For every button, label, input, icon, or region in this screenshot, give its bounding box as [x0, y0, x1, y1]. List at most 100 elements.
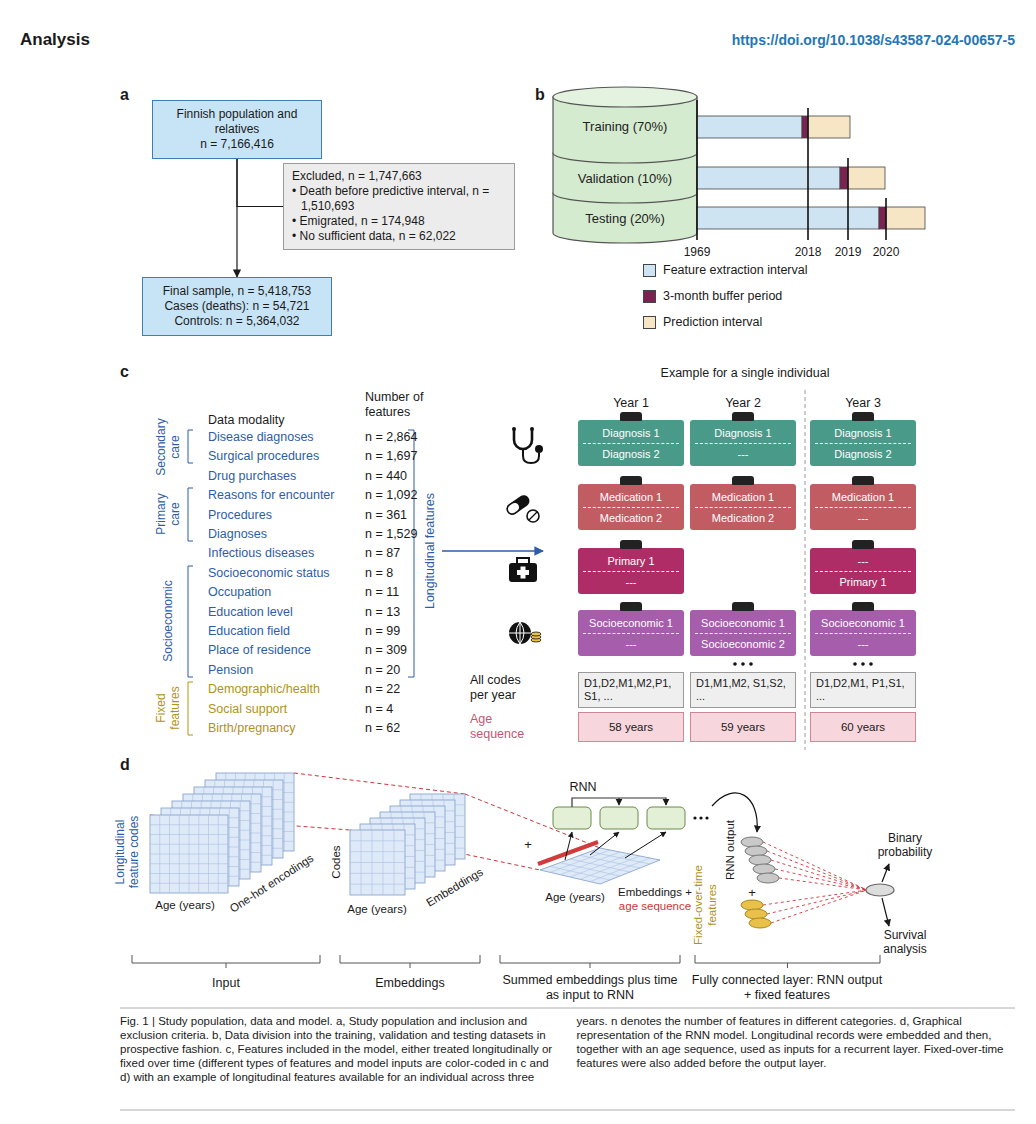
- legend-text: 3-month buffer period: [663, 289, 782, 303]
- label-text: Education field: [208, 624, 290, 639]
- rule-line: [120, 1008, 1015, 1009]
- box-text: Testing (20%): [585, 211, 664, 226]
- age-box: 59 years: [690, 712, 796, 742]
- box-text: Socioeconomic 2: [695, 633, 791, 651]
- prediction-bar: [848, 167, 885, 189]
- label-text: Education level: [208, 604, 293, 619]
- box-text: Diagnosis 1: [815, 426, 911, 440]
- matrix-grid: [150, 815, 228, 893]
- buffer-bar: [879, 207, 886, 229]
- clipboard-clip: [852, 476, 874, 485]
- matrix-layer: [350, 830, 405, 895]
- ellipsis-dot: [733, 662, 737, 666]
- buffer-bar: [840, 167, 848, 189]
- label-text: n = 62: [365, 721, 400, 736]
- dense-link: [779, 878, 867, 890]
- label-text: Embeddings: [375, 976, 445, 991]
- box-text: Primary 1: [815, 571, 911, 589]
- label-text: Longitudinal feature codes: [113, 806, 142, 898]
- label-text: Data modality: [208, 413, 284, 428]
- dense-link: [763, 842, 867, 890]
- flow-arrow: [442, 550, 543, 552]
- ellipsis-dot: [749, 662, 753, 666]
- prediction-bar: [808, 116, 850, 138]
- label-text: Drug purchases: [208, 468, 296, 483]
- projection-line: [294, 773, 465, 794]
- code-box: D1,D2,M1,M2,P1,S1, ...: [578, 672, 684, 708]
- box-text: • Death before predictive interval, n = …: [292, 184, 506, 214]
- ellipsis-dot: [861, 662, 865, 666]
- box-text: Excluded, n = 1,747,663: [292, 169, 506, 184]
- box-text: D1,M1,M2, S1,S2, ...: [696, 677, 790, 703]
- box-text: 59 years: [695, 720, 791, 734]
- label-text: Procedures: [208, 507, 272, 522]
- label-text: 2018: [795, 245, 822, 259]
- output-node: [866, 884, 894, 896]
- ellipsis-dot: [693, 816, 696, 819]
- feature-interval-bar: [697, 167, 840, 189]
- record-box: Diagnosis 1---: [690, 420, 796, 466]
- box-text: Medication 2: [695, 507, 791, 525]
- label-text: Fixed features: [154, 681, 183, 735]
- label-text: n = 13: [365, 604, 400, 619]
- box-text: ---: [695, 443, 791, 461]
- exclusion-box: Excluded, n = 1,747,663• Death before pr…: [283, 163, 515, 250]
- dataset-band: Validation (10%): [553, 163, 697, 193]
- rnn-output-disc: [749, 855, 771, 865]
- stethoscope-icon: [514, 430, 532, 449]
- ellipsis-dot: [869, 662, 873, 666]
- box-text: Training (70%): [583, 119, 668, 134]
- figure-caption: Fig. 1 | Study population, data and mode…: [120, 1014, 1015, 1084]
- box-text: 58 years: [583, 720, 679, 734]
- rule-line: [120, 1110, 1015, 1111]
- label-text: Year 1: [613, 396, 649, 411]
- box-text: D1,D2,M1,M2,P1,S1, ...: [584, 677, 678, 703]
- group-bracket: [188, 430, 193, 463]
- box-text: Medication 2: [583, 507, 679, 525]
- box-text: ---: [815, 633, 911, 651]
- year-line: [807, 108, 809, 240]
- legend-item: Feature extraction interval: [643, 263, 808, 277]
- matrix-grid: [350, 830, 405, 895]
- clipboard-clip: [732, 602, 754, 611]
- record-box: Socioeconomic 1---: [810, 610, 916, 656]
- label-text: n = 22: [365, 682, 400, 697]
- box-text: ---: [815, 554, 911, 568]
- label-text: Longitudinal features: [423, 493, 438, 609]
- flow-connector: [237, 159, 283, 207]
- legend-item: Prediction interval: [643, 315, 762, 329]
- box-text: Diagnosis 1: [583, 426, 679, 440]
- group-bracket: [188, 566, 193, 677]
- clipboard-clip: [620, 540, 642, 549]
- clipboard-clip: [620, 476, 642, 485]
- database-cylinder-top: [553, 87, 697, 107]
- rnn-output-disc: [745, 846, 767, 856]
- box-text: 60 years: [815, 720, 911, 734]
- group-bracket: [188, 682, 193, 735]
- pill-icon: [505, 494, 530, 516]
- record-box: Diagnosis 1Diagnosis 2: [578, 420, 684, 466]
- clipboard-clip: [852, 540, 874, 549]
- label-text: Socioeconomic status: [208, 565, 330, 580]
- section-bracket: [132, 955, 320, 968]
- box-text: Cases (deaths): n = 54,721: [151, 299, 323, 314]
- label-text: n = 4: [365, 701, 393, 716]
- label-text: Birth/pregnancy: [208, 721, 296, 736]
- rnn-output-disc: [741, 837, 763, 847]
- label-text: Survival analysis: [870, 928, 940, 957]
- globe-icon: [509, 622, 531, 644]
- separator-line: [805, 390, 806, 750]
- fixed-feature-disc: [745, 909, 767, 919]
- label-text: Input: [212, 976, 240, 991]
- record-box: Socioeconomic 1Socioeconomic 2: [690, 610, 796, 656]
- label-text: +: [524, 837, 532, 853]
- label-text: Age (years): [155, 899, 214, 913]
- label-text: c: [120, 362, 129, 381]
- section-bracket: [695, 955, 880, 968]
- year-line: [847, 158, 849, 240]
- code-box: D1,M1,M2, S1,S2, ...: [690, 672, 796, 708]
- code-box: D1,D2,M1, P1,S1, ...: [810, 672, 916, 708]
- box-text: Validation (10%): [578, 171, 672, 186]
- label-text: n = 309: [365, 643, 407, 658]
